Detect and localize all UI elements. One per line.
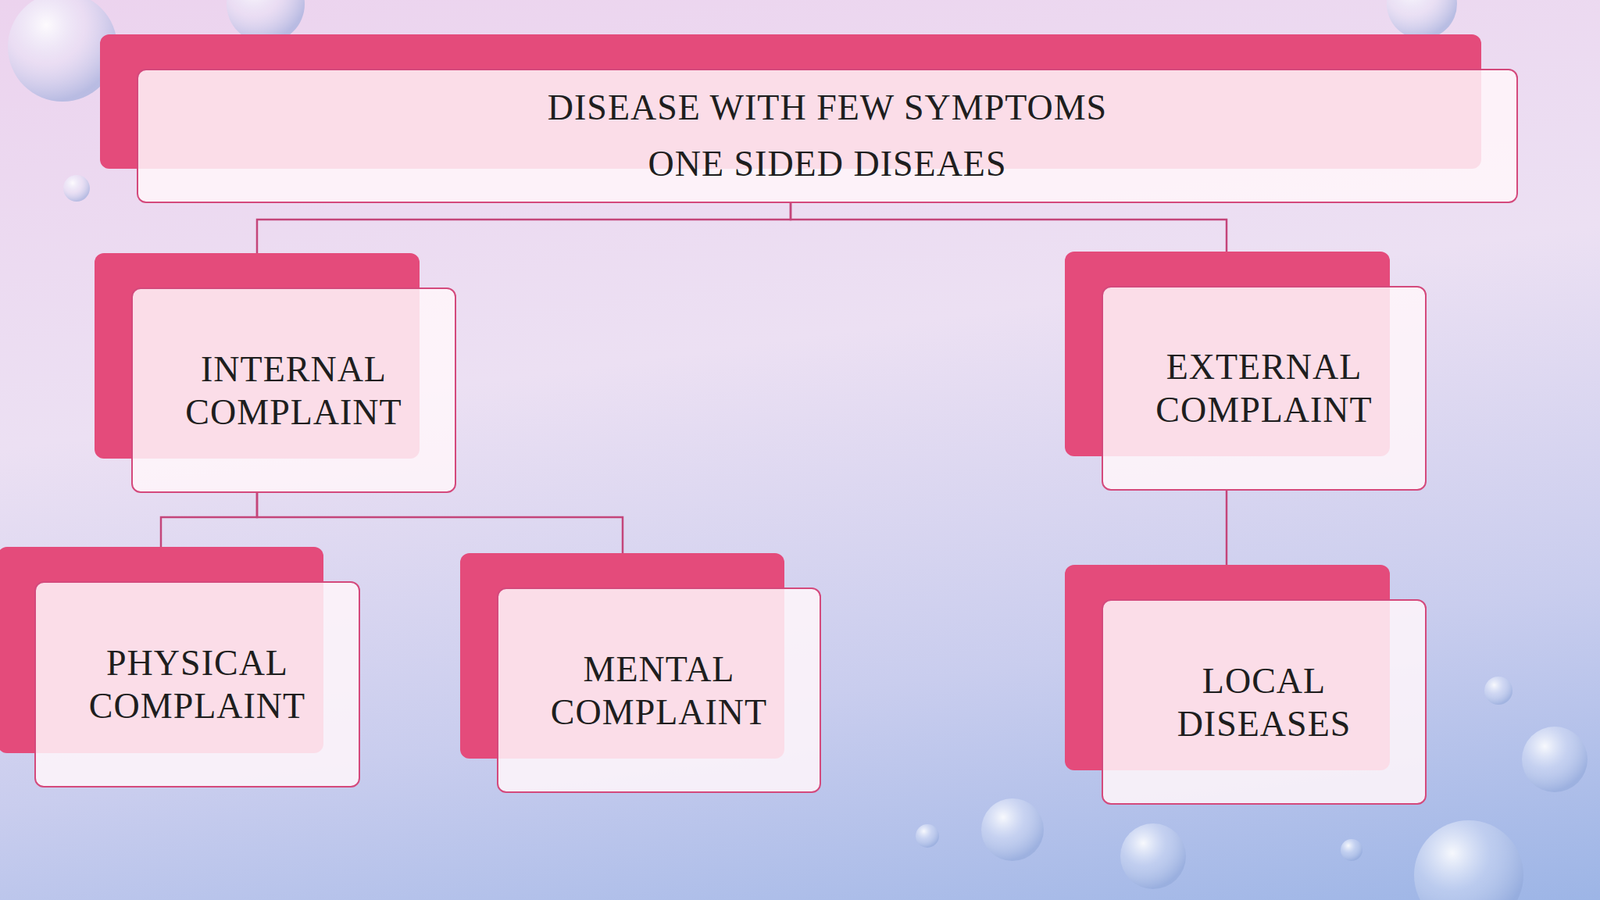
bubble (63, 175, 90, 202)
bubble (1120, 823, 1186, 890)
bubble (1484, 676, 1513, 705)
box-content: DISEASE WITH FEW SYMPTOMSONE SIDED DISEA… (136, 68, 1518, 204)
box-content: PHYSICAL COMPLAINT (34, 581, 361, 788)
box-face (1101, 599, 1427, 805)
box-content: INTERNAL COMPLAINT (131, 287, 457, 493)
title-text: DISEASE WITH FEW SYMPTOMS (547, 79, 1108, 136)
bubble (1340, 839, 1363, 861)
box-label: LOCAL DISEASES (1117, 659, 1411, 746)
box-label: EXTERNAL COMPLAINT (1117, 345, 1411, 432)
category-box: EXTERNAL COMPLAINT (1101, 285, 1427, 491)
box-content: EXTERNAL COMPLAINT (1101, 285, 1427, 491)
box-face (34, 581, 361, 788)
subcategory-box: MENTAL COMPLAINT (496, 587, 822, 793)
title-text: ONE SIDED DISEAES (647, 135, 1007, 193)
bubble (981, 798, 1044, 861)
subcategory-box: LOCAL DISEASES (1101, 599, 1427, 805)
category-box: INTERNAL COMPLAINT (131, 287, 457, 493)
bubble (915, 824, 940, 848)
bubble (1414, 820, 1524, 900)
bubble (1521, 726, 1588, 793)
box-face (496, 587, 822, 793)
box-face (131, 287, 457, 493)
box-label: INTERNAL COMPLAINT (146, 347, 441, 434)
subcategory-box: PHYSICAL COMPLAINT (34, 581, 361, 788)
box-content: MENTAL COMPLAINT (496, 587, 822, 793)
box-label: PHYSICAL COMPLAINT (50, 641, 345, 728)
title-box: DISEASE WITH FEW SYMPTOMSONE SIDED DISEA… (136, 68, 1518, 204)
box-label: MENTAL COMPLAINT (512, 647, 806, 734)
bubble (1386, 0, 1458, 40)
box-face (1101, 285, 1427, 491)
box-content: LOCAL DISEASES (1101, 599, 1427, 805)
